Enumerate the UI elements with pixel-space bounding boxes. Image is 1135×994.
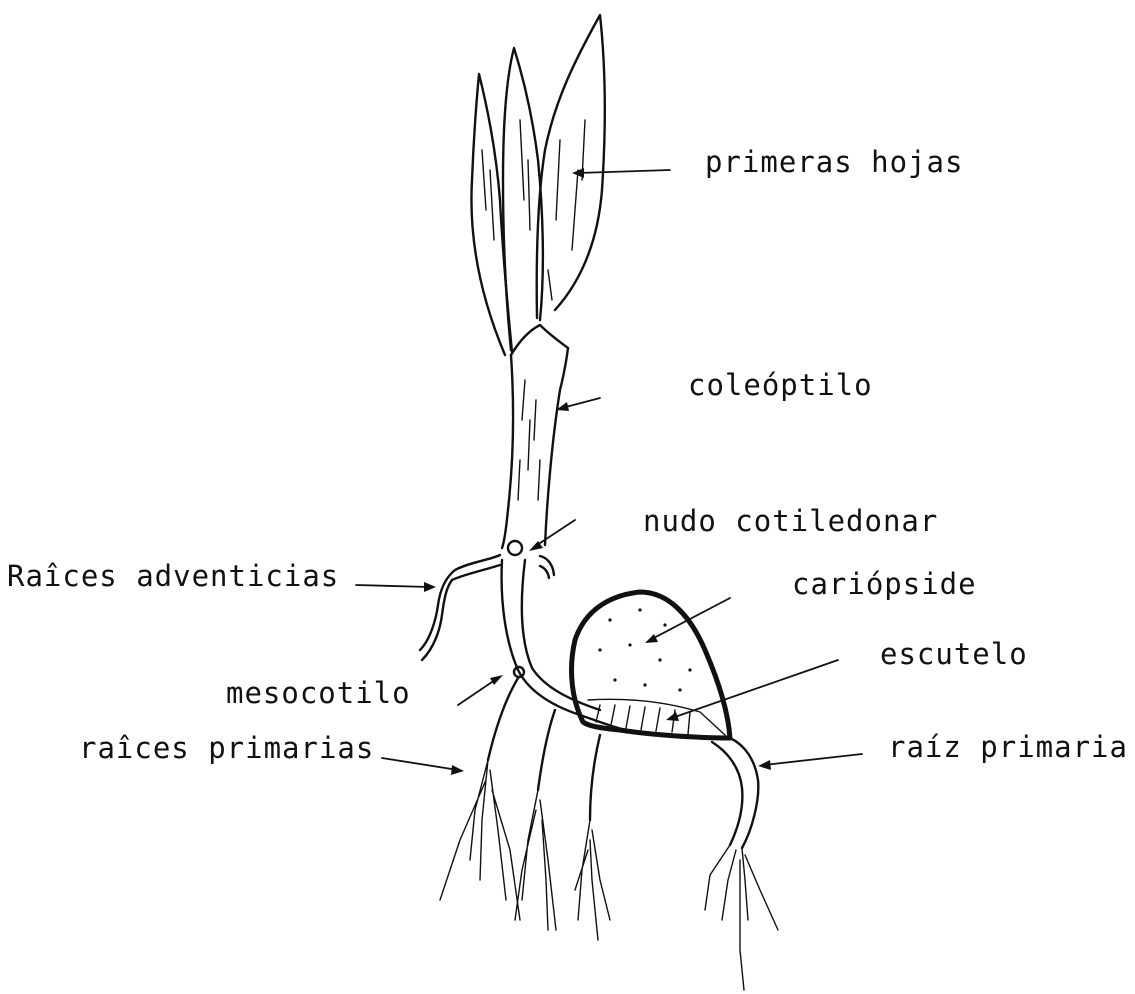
label-escutelo: escutelo	[880, 640, 1028, 669]
label-primeras-hojas: primeras hojas	[705, 148, 963, 177]
cotyledonary-node	[420, 541, 554, 660]
label-coleoptilo: coleóptilo	[688, 371, 873, 400]
label-raiz-primaria: raíz primaria	[888, 733, 1128, 762]
primary-root	[705, 738, 778, 990]
coleoptile	[502, 325, 568, 548]
label-mesocotilo: mesocotilo	[226, 679, 411, 708]
label-cariopside: cariópside	[792, 570, 977, 599]
label-raices-adventicias: Raîces adventicias	[7, 562, 339, 591]
mesocotyl	[502, 560, 640, 733]
first-leaves	[471, 15, 604, 355]
label-arrows	[356, 168, 862, 775]
label-raices-primarias: raîces primarias	[79, 734, 374, 763]
caryopsis	[572, 592, 730, 738]
label-nudo-cotiledonar: nudo cotiledonar	[643, 507, 938, 536]
